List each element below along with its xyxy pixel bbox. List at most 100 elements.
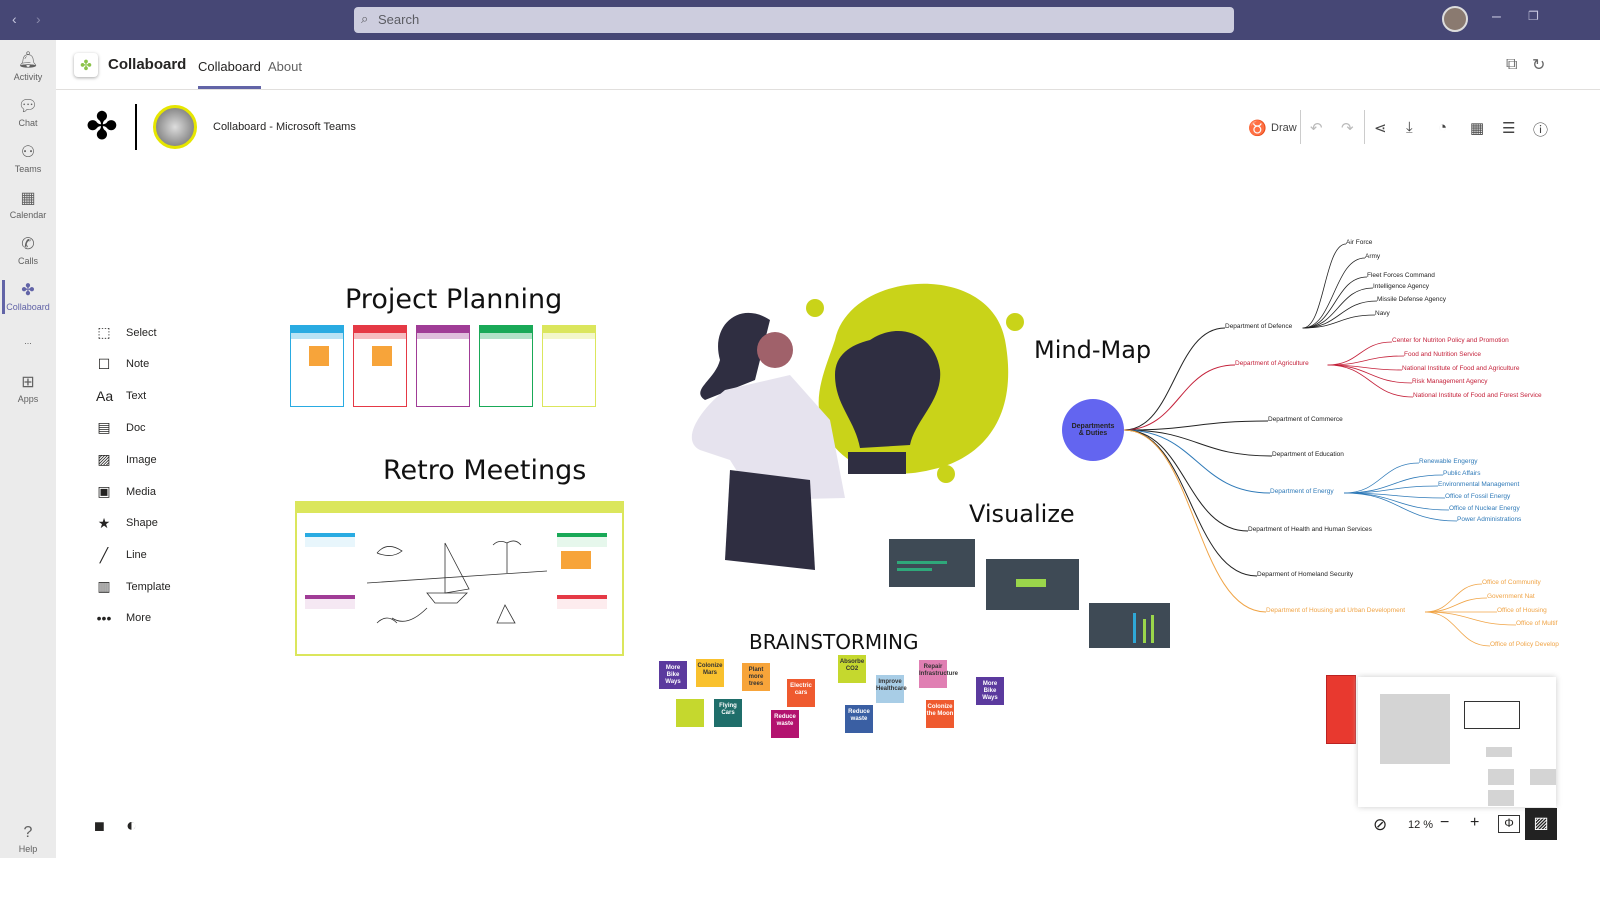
mindmap-leaf[interactable]: Intelligence Agency: [1373, 283, 1430, 290]
undo-icon[interactable]: ↶: [1310, 120, 1323, 137]
kanban-note[interactable]: [372, 346, 392, 366]
mindmap-leaf[interactable]: Risk Management Agency: [1412, 378, 1488, 385]
rail-item-help[interactable]: ?Help: [0, 824, 56, 854]
rail-item-apps[interactable]: ⊞Apps: [0, 372, 56, 404]
draw-icon[interactable]: ♉: [1248, 120, 1267, 137]
mindmap-leaf[interactable]: Power Administrations: [1457, 516, 1522, 523]
mindmap-leaf[interactable]: Public Affairs: [1443, 470, 1481, 477]
board-avatar[interactable]: [153, 105, 197, 149]
sticky-note[interactable]: Colonize Mars: [696, 659, 724, 687]
zoom-out-button[interactable]: −: [1440, 814, 1450, 831]
tool-note[interactable]: ☐Note: [96, 356, 150, 373]
tool-line[interactable]: ╱Line: [96, 547, 147, 564]
kanban-column[interactable]: [353, 325, 407, 407]
chart-thumbnail[interactable]: [986, 559, 1079, 610]
participants-panel-handle[interactable]: [1326, 675, 1356, 744]
minimap[interactable]: [1358, 677, 1556, 807]
mindmap-branch[interactable]: Department of Health and Human Services: [1248, 526, 1372, 533]
mindmap-leaf[interactable]: Center for Nutriton Policy and Promotion: [1392, 337, 1509, 344]
refresh-icon[interactable]: ↻: [1532, 57, 1546, 74]
minimap-viewport[interactable]: [1464, 701, 1520, 729]
mindmap-leaf[interactable]: Food and Nutrition Service: [1404, 351, 1481, 358]
sticky-note[interactable]: Colonize the Moon: [926, 700, 954, 728]
tab-collaboard[interactable]: Collaboard: [198, 59, 261, 89]
sticky-note[interactable]: Plant more trees: [742, 663, 770, 691]
mindmap-leaf[interactable]: Army: [1365, 253, 1381, 260]
sticky-note[interactable]: Electric cars: [787, 679, 815, 707]
rail-item-teams[interactable]: ⚇Teams: [0, 142, 56, 174]
rail-item-chat[interactable]: 💬︎Chat: [0, 96, 56, 128]
help-icon[interactable]: ⓘ: [1533, 122, 1549, 139]
mindmap-leaf[interactable]: Office of Housing: [1497, 607, 1547, 614]
fit-to-screen-button[interactable]: Φ: [1498, 815, 1520, 833]
settings-sliders-icon[interactable]: ☰: [1502, 120, 1516, 137]
mindmap-leaf[interactable]: Office of Nuclear Energy: [1449, 505, 1520, 512]
mindmap-branch[interactable]: Department of Energy: [1270, 488, 1334, 495]
search-input[interactable]: ⌕Search: [354, 7, 1234, 33]
mindmap-leaf[interactable]: Missile Defense Agency: [1377, 296, 1447, 303]
mindmap-leaf[interactable]: Air Force: [1346, 239, 1373, 246]
mindmap-branch[interactable]: Deparment of Homeland Security: [1257, 571, 1354, 578]
video-icon[interactable]: ■: [94, 816, 105, 836]
mindmap-leaf[interactable]: Environmental Management: [1438, 481, 1520, 488]
presentation-icon[interactable]: ◔: [1438, 119, 1448, 136]
sticky-note[interactable]: Reduce waste: [771, 710, 799, 738]
mindmap-leaf[interactable]: Office of Policy Develop: [1490, 641, 1559, 648]
back-icon[interactable]: ‹: [12, 11, 17, 27]
mindmap-branch[interactable]: Department of Defence: [1225, 323, 1293, 330]
rail-item-calls[interactable]: ✆Calls: [0, 234, 56, 266]
tool-shape[interactable]: ★Shape: [96, 515, 158, 532]
redo-icon[interactable]: ↷: [1341, 120, 1354, 137]
rail-item-calendar[interactable]: ▦Calendar: [0, 188, 56, 220]
sticky-note[interactable]: More Bike Ways: [976, 677, 1004, 705]
sticky-note[interactable]: Flying Cars: [714, 699, 742, 727]
export-icon[interactable]: ⤓: [1406, 119, 1413, 136]
zoom-in-button[interactable]: +: [1470, 814, 1480, 831]
tool-more[interactable]: •••More: [96, 610, 151, 626]
mindmap-branch[interactable]: Department of Agriculture: [1235, 360, 1309, 367]
sticky-note[interactable]: More Bike Ways: [659, 661, 687, 689]
chart-thumbnail[interactable]: [1089, 603, 1170, 648]
minimap-toggle-button[interactable]: ▨: [1525, 808, 1557, 840]
minimize-button[interactable]: –: [1492, 8, 1501, 25]
mindmap-leaf[interactable]: National Institute of Food and Agricultu…: [1402, 365, 1520, 372]
retro-board[interactable]: [295, 501, 624, 656]
draw-button[interactable]: Draw: [1271, 122, 1297, 134]
sticky-note[interactable]: Repair Infrastructure: [919, 660, 958, 688]
forward-icon[interactable]: ›: [36, 11, 41, 27]
mindmap-root[interactable]: Departments & Duties: [1062, 399, 1124, 461]
sticky-note[interactable]: Reduce waste: [845, 705, 873, 733]
rail-item-activity[interactable]: 🔔︎Activity: [0, 50, 56, 82]
mindmap-leaf[interactable]: Office of Community: [1482, 579, 1541, 586]
tool-media[interactable]: ▣Media: [96, 483, 156, 500]
mindmap-leaf[interactable]: Government Nat: [1487, 593, 1535, 600]
sticky-note[interactable]: Absorbe CO2: [838, 655, 866, 683]
kanban-column[interactable]: [479, 325, 533, 407]
grid-icon[interactable]: ▦: [1470, 120, 1485, 137]
rail-item-collaboard[interactable]: ✤Collaboard: [0, 280, 56, 314]
kanban-column[interactable]: [416, 325, 470, 407]
mindmap-leaf[interactable]: Navy: [1375, 310, 1390, 317]
compass-icon[interactable]: ⊘: [1373, 815, 1388, 834]
mindmap-leaf[interactable]: National Institute of Food and Forest Se…: [1413, 392, 1542, 399]
tool-select[interactable]: ⬚Select: [96, 324, 156, 341]
tab-about[interactable]: About: [268, 59, 302, 74]
mindmap-leaf[interactable]: Office of Fossil Energy: [1445, 493, 1511, 500]
popout-icon[interactable]: ⧉: [1506, 56, 1518, 73]
rail-item-more[interactable]: ...: [0, 334, 56, 346]
chart-thumbnail[interactable]: [889, 539, 975, 587]
mindmap-branch[interactable]: Department of Education: [1272, 451, 1344, 458]
mindmap-branch[interactable]: Department of Commerce: [1268, 416, 1343, 423]
maximize-button[interactable]: ❐: [1528, 9, 1539, 23]
avatar[interactable]: [1442, 6, 1468, 32]
mindmap-leaf[interactable]: Renewable Engergy: [1419, 458, 1478, 465]
mindmap-leaf[interactable]: Fleet Forces Command: [1367, 272, 1435, 279]
kanban-column[interactable]: [542, 325, 596, 407]
kanban-note[interactable]: [309, 346, 329, 366]
mindmap-leaf[interactable]: Office of Multif: [1516, 620, 1558, 627]
mindmap-branch[interactable]: Department of Housing and Urban Developm…: [1266, 607, 1406, 614]
theme-toggle-icon[interactable]: ◐: [126, 815, 137, 835]
tool-doc[interactable]: ▤Doc: [96, 419, 145, 436]
share-icon[interactable]: ⋖: [1374, 120, 1387, 137]
